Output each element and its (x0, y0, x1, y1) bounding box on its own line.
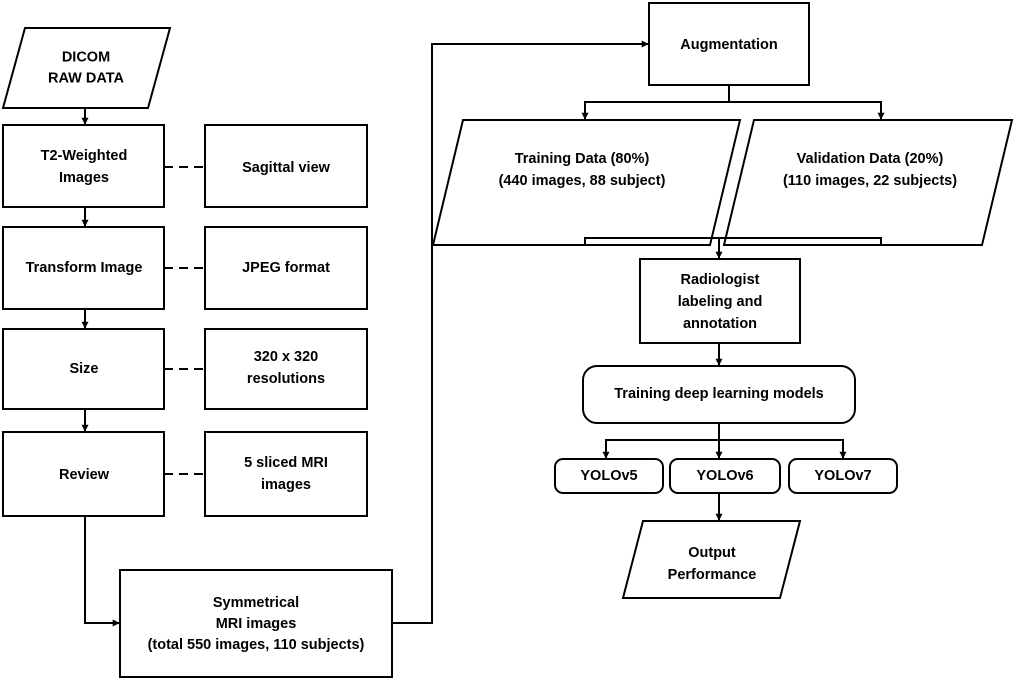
resolution-label-line-2: resolutions (247, 371, 325, 387)
radiologist-label-line-3: annotation (683, 316, 757, 332)
resolution-node (204, 328, 368, 410)
training-data-label-line-1: Training Data (80%) (515, 151, 650, 167)
training-data-label-line-2: (440 images, 88 subject) (499, 173, 666, 189)
review-node (2, 431, 165, 517)
arrow-to-yolov7 (719, 439, 847, 459)
sliced-label-line-1: 5 sliced MRI (244, 455, 328, 471)
output-label-line-2: Performance (668, 567, 757, 583)
jpeg-format-node (204, 226, 368, 310)
output-performance-node (621, 520, 802, 599)
dicom-raw-data-node (1, 27, 172, 109)
symmetrical-label-line-2: MRI images (216, 616, 297, 632)
yolov6-node (669, 458, 781, 494)
training-models-label-line-1: Training deep learning models (614, 386, 824, 402)
dicom-label-line-1: DICOM (62, 50, 110, 66)
t2-weighted-images-node (2, 124, 165, 208)
review-label-line-1: Review (59, 467, 110, 483)
augmentation-label-line-1: Augmentation (680, 37, 777, 53)
validation-data-label-line-1: Validation Data (20%) (797, 151, 944, 167)
symmetrical-mri-node (119, 569, 393, 678)
size-label-line-1: Size (69, 361, 98, 377)
validation-data-node (722, 119, 1014, 246)
arrow-to-yolov5 (602, 439, 719, 459)
training-data-node (431, 119, 742, 246)
arrow-augmentation-to-validation (729, 101, 885, 120)
sliced-label-line-2: images (261, 477, 311, 493)
dicom-label-line-2: RAW DATA (48, 71, 125, 87)
yolov5-node (554, 458, 664, 494)
t2-weighted-label-line-2: Images (59, 170, 109, 186)
resolution-label-line-1: 320 x 320 (254, 349, 319, 365)
yolov7-node (788, 458, 898, 494)
arrow-augmentation-to-training (581, 101, 729, 120)
yolov5-label-line-1: YOLOv5 (580, 468, 637, 484)
output-label-line-1: Output (688, 545, 736, 561)
yolov7-label-line-1: YOLOv7 (814, 468, 871, 484)
radiologist-label-line-2: labeling and (678, 294, 763, 310)
symmetrical-label-line-1: Symmetrical (213, 595, 299, 611)
connector-training-merge (584, 237, 882, 245)
transform-image-node (2, 226, 165, 310)
sagittal-label-line-1: Sagittal view (242, 160, 331, 176)
symmetrical-label-line-3: (total 550 images, 110 subjects) (148, 637, 365, 653)
transform-label-line-1: Transform Image (26, 260, 143, 276)
arrow-symmetrical-to-augmentation (392, 40, 649, 624)
t2-weighted-label-line-1: T2-Weighted (41, 148, 128, 164)
radiologist-node (639, 258, 801, 344)
jpeg-label-line-1: JPEG format (242, 260, 330, 276)
validation-data-label-line-2: (110 images, 22 subjects) (783, 173, 957, 189)
sliced-mri-node (204, 431, 368, 517)
radiologist-label-line-1: Radiologist (681, 272, 760, 288)
sagittal-view-node (204, 124, 368, 208)
arrow-review-to-symmetrical (84, 516, 120, 627)
yolov6-label-line-1: YOLOv6 (696, 468, 753, 484)
